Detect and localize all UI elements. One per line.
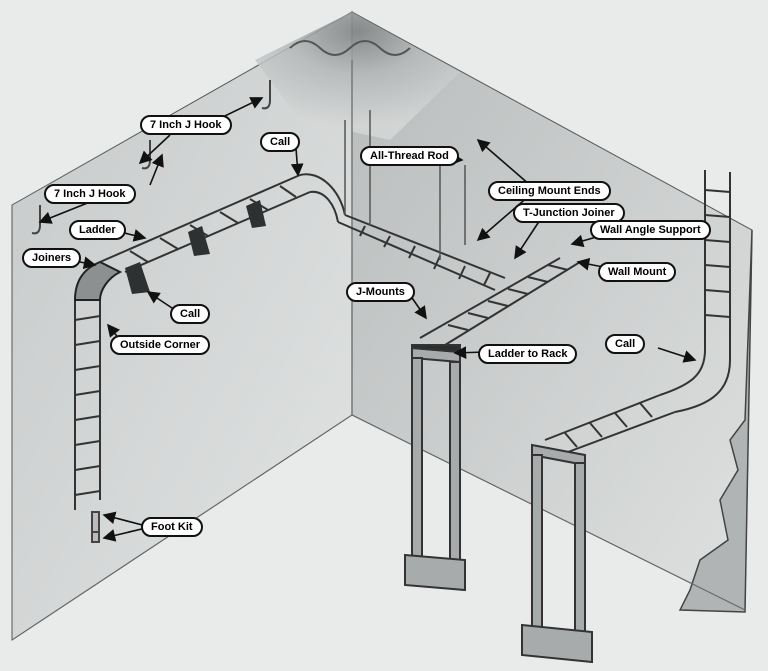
foot-kit	[91, 511, 100, 543]
lower-ladder-run	[419, 257, 581, 346]
right-rack	[521, 443, 593, 664]
left-vertical-ladder	[74, 300, 101, 510]
callout-all-thread-rod: All-Thread Rod	[360, 146, 459, 166]
center-ladder-run	[337, 214, 506, 291]
callout-call-right: Call	[605, 334, 646, 354]
broken-wall-edge	[678, 229, 753, 613]
callout-call-left: Call	[170, 304, 211, 324]
all-thread-rods	[344, 110, 466, 260]
callout-t-junction-joiner: T-Junction Joiner	[513, 203, 625, 223]
right-vertical-ladder	[544, 170, 731, 456]
callout-7-inch-j-hook-lower: 7 Inch J Hook	[44, 184, 136, 204]
callout-wall-angle-support: Wall Angle Support	[590, 220, 711, 240]
callout-7-inch-j-hook-upper: 7 Inch J Hook	[140, 115, 232, 135]
top-curve-ladder	[299, 173, 346, 216]
callout-ceiling-mount-ends: Ceiling Mount Ends	[488, 181, 611, 201]
upper-left-ladder	[99, 174, 311, 273]
callout-joiners: Joiners	[22, 248, 82, 268]
callout-call-top: Call	[260, 132, 301, 152]
callout-ladder-to-rack: Ladder to Rack	[478, 344, 578, 364]
callout-outside-corner: Outside Corner	[110, 335, 211, 355]
outside-corner-piece	[73, 260, 123, 301]
callout-ladder: Ladder	[69, 220, 126, 240]
left-rack	[404, 344, 466, 592]
ceiling-shade	[255, 12, 460, 140]
wall-brackets	[125, 200, 266, 294]
ceiling-curl	[289, 40, 411, 56]
floor-line	[11, 414, 746, 641]
callout-foot-kit: Foot Kit	[141, 517, 203, 537]
callout-wall-mount: Wall Mount	[598, 262, 677, 282]
callout-j-mounts: J-Mounts	[346, 282, 415, 302]
